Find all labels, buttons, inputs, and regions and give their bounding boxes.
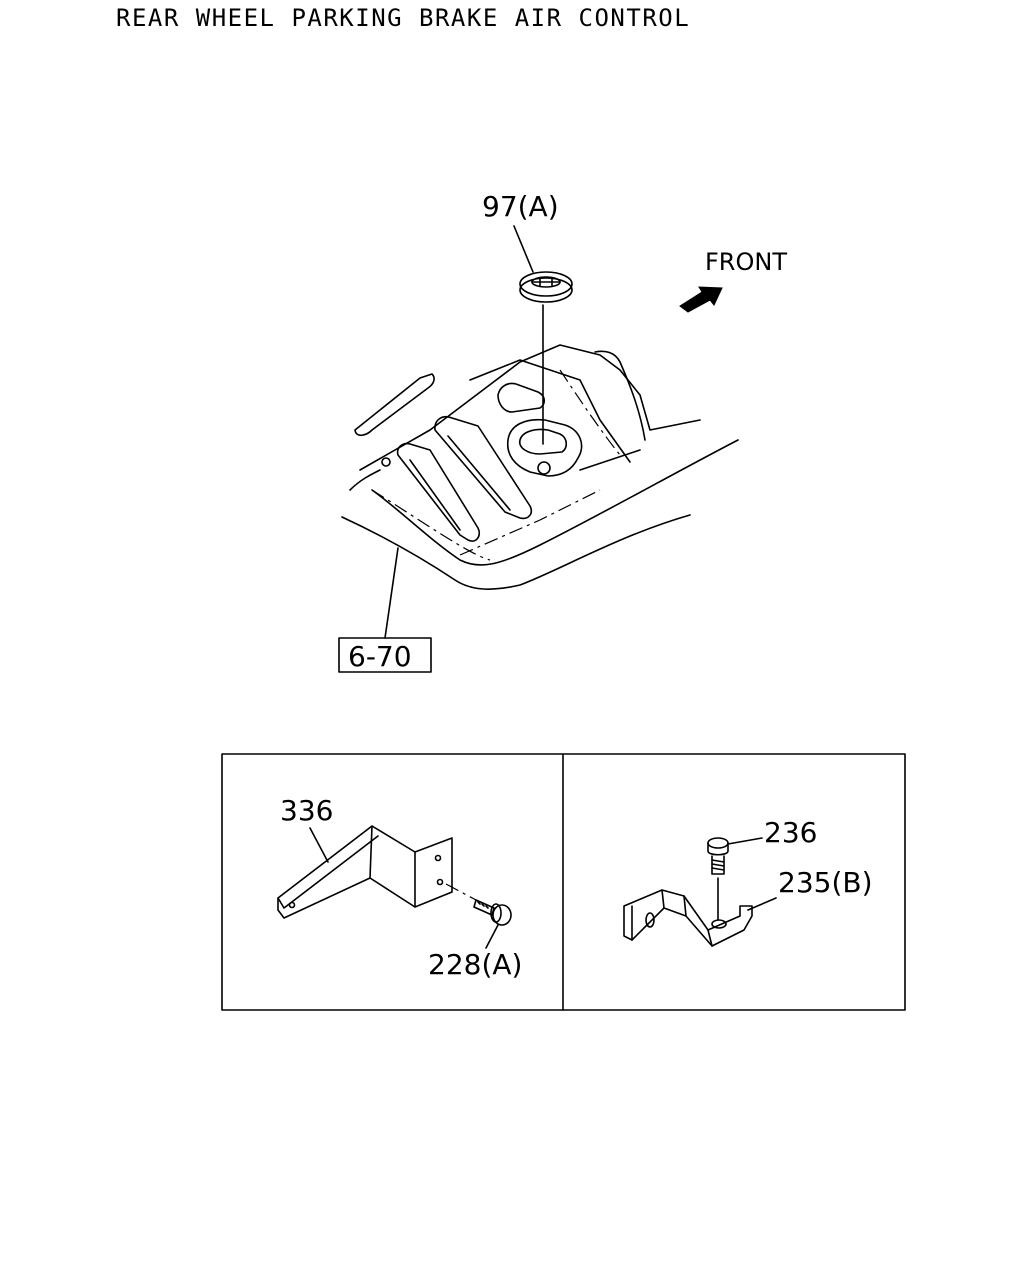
bolt-228a xyxy=(473,899,512,926)
grommet-97a xyxy=(519,271,573,303)
label-bolt-236: 236 xyxy=(764,816,817,849)
label-bolt-228a: 228(A) xyxy=(428,948,522,981)
label-grommet: 97(A) xyxy=(482,190,559,223)
label-front: FRONT xyxy=(705,248,787,276)
bolt-236 xyxy=(707,837,729,875)
leader-bracket-336 xyxy=(309,827,329,863)
leader-grommet xyxy=(513,225,534,273)
assembly-line-bolt-228a xyxy=(445,883,477,901)
ref-box xyxy=(338,637,432,673)
front-arrow-icon xyxy=(679,286,723,313)
leader-bolt-236 xyxy=(727,837,763,845)
label-ref-box: 6-70 xyxy=(348,640,412,673)
label-bracket-336: 336 xyxy=(280,794,333,827)
bracket-235b xyxy=(623,889,753,947)
leader-ref-box xyxy=(384,547,399,639)
bracket-336 xyxy=(277,825,453,919)
leader-bracket-235b xyxy=(747,897,777,911)
diagram-title: REAR WHEEL PARKING BRAKE AIR CONTROL xyxy=(116,4,691,32)
leader-bolt-228a xyxy=(485,924,499,949)
label-bracket-235b: 235(B) xyxy=(778,866,873,899)
floor-panel xyxy=(341,344,739,590)
